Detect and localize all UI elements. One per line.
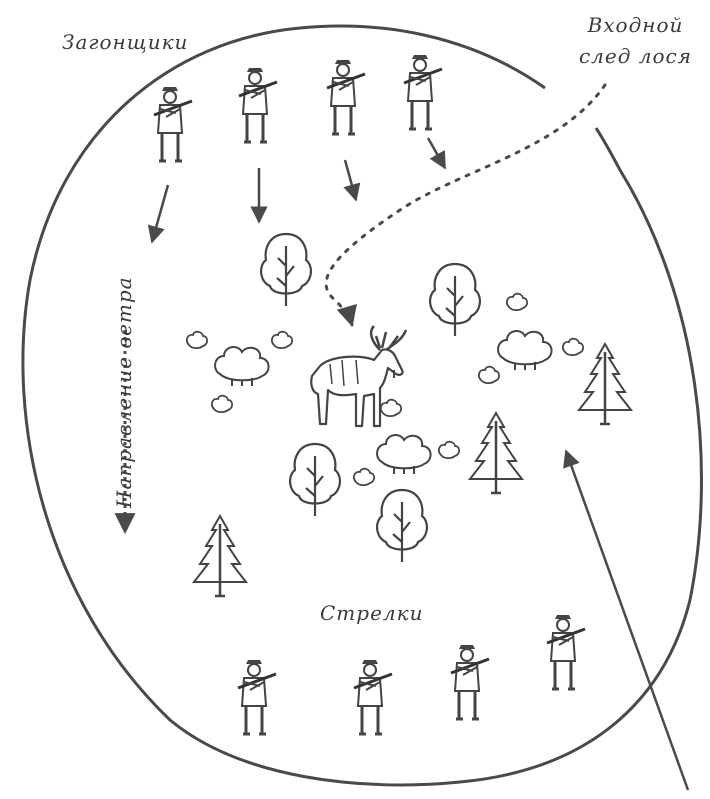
shrub-icon (507, 294, 527, 310)
spruce-tree-icon (194, 516, 246, 596)
wind-direction-label: Направление ветра (112, 276, 136, 508)
beater-hunter-icon (404, 55, 442, 129)
shrub-icon (439, 442, 459, 458)
spruce-tree-icon (579, 344, 631, 424)
beaters-label: Загонщики (62, 30, 188, 54)
moose-entry-trail-label: Входной след лося (579, 10, 692, 72)
deciduous-tree-icon (377, 490, 427, 562)
shooter-hunter-icon (354, 660, 392, 734)
shooter-hunter-icon (547, 615, 585, 689)
beater-hunter-icon (154, 87, 192, 161)
deciduous-tree-icon (261, 234, 311, 306)
shrub-icon (187, 332, 207, 348)
shrub-icon (212, 396, 232, 412)
spruce-tree-icon (470, 413, 522, 493)
shrub-icon (479, 367, 499, 383)
beater-hunter-icon (239, 68, 277, 142)
shrub-icon (563, 339, 583, 355)
shooters-label: Стрелки (320, 601, 423, 625)
trail-label-line-2: след лося (579, 41, 692, 72)
beater-movement-arrow (345, 160, 356, 200)
shooter-hunter-icon (451, 645, 489, 719)
beater-hunter-icon (327, 60, 365, 134)
shrub-icon (272, 332, 292, 348)
beater-movement-arrow (428, 138, 445, 168)
bush-icon (377, 435, 431, 474)
bush-icon (215, 347, 269, 386)
shooter-direction-arrow (566, 451, 688, 790)
shooter-hunter-icon (238, 660, 276, 734)
deciduous-tree-icon (290, 444, 340, 516)
deciduous-tree-icon (430, 264, 480, 336)
shrub-icon (381, 400, 401, 416)
trail-label-line-1: Входной (579, 10, 692, 41)
bush-icon (498, 331, 552, 370)
shrub-icon (354, 469, 374, 485)
beater-movement-arrow (152, 185, 168, 242)
